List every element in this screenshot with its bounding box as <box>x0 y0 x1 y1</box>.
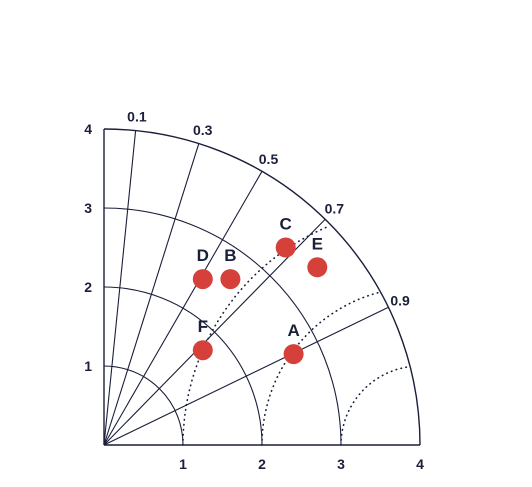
tick-labels: 0.1 0.3 0.5 0.7 0.9 1 1 2 2 3 3 4 4 <box>84 108 424 472</box>
corr-tick-label: 0.1 <box>127 108 147 124</box>
y-tick-label: 2 <box>84 279 92 295</box>
x-tick-label: 2 <box>258 456 266 472</box>
corr-tick-label: 0.9 <box>390 292 410 308</box>
corr-tick-label: 0.5 <box>259 151 279 167</box>
y-tick-label: 3 <box>84 200 92 216</box>
corr-tick-label: 0.3 <box>193 122 213 138</box>
rms-arc <box>261 291 381 446</box>
corr-tick-label: 0.7 <box>325 201 345 217</box>
rms-arc <box>340 365 411 446</box>
std-arc <box>103 207 342 446</box>
point-label-f: F <box>198 317 208 336</box>
data-point-e <box>307 257 328 278</box>
data-points: A B C D E F <box>192 215 328 365</box>
data-point-b <box>220 269 241 290</box>
point-label-e: E <box>312 234 323 253</box>
data-point-d <box>192 269 213 290</box>
corr-line <box>103 143 200 446</box>
point-label-b: B <box>224 246 236 265</box>
y-tick-label: 4 <box>84 121 92 137</box>
x-tick-label: 4 <box>416 456 424 472</box>
point-label-a: A <box>287 321 299 340</box>
y-tick-label: 1 <box>84 358 92 374</box>
corr-line <box>103 130 137 446</box>
data-point-a <box>283 344 304 365</box>
x-tick-label: 1 <box>179 456 187 472</box>
std-arc <box>103 365 184 446</box>
data-point-c <box>275 237 296 258</box>
std-arc <box>103 286 263 446</box>
point-label-d: D <box>197 246 209 265</box>
axis-layer <box>103 128 421 446</box>
x-tick-label: 3 <box>337 456 345 472</box>
point-label-c: C <box>280 215 292 234</box>
corr-line <box>103 171 263 446</box>
outer-arc <box>103 128 421 446</box>
corr-line <box>103 306 389 446</box>
grid-layer <box>103 130 411 446</box>
data-point-f <box>192 340 213 361</box>
rms-arc <box>182 225 331 446</box>
